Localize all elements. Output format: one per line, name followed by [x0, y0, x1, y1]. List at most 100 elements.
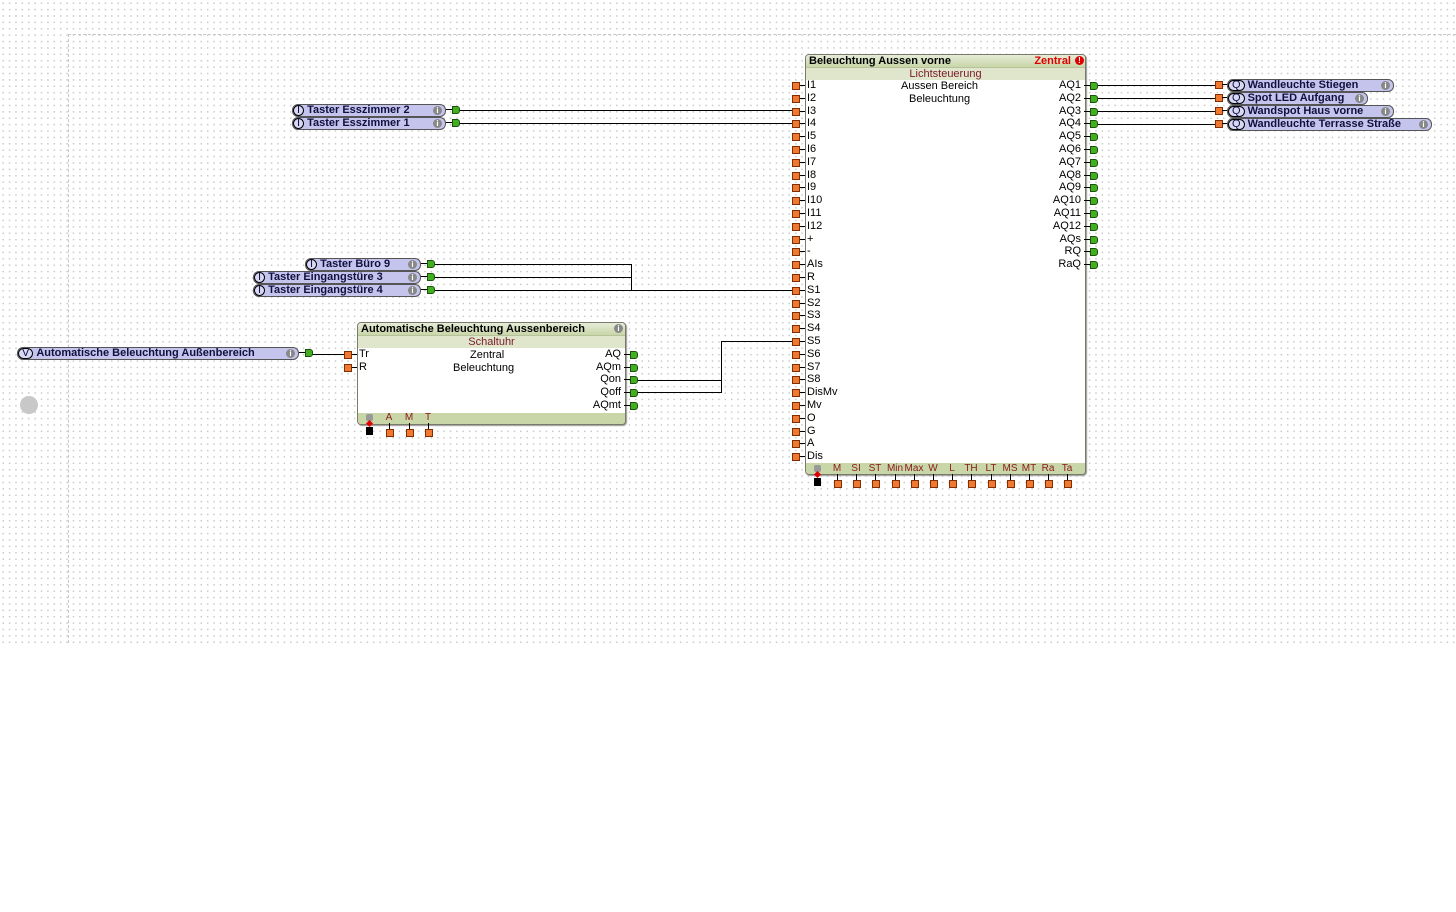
input-pin-I9[interactable]: [792, 184, 800, 192]
output-pin-AQ7[interactable]: [1090, 159, 1098, 167]
output-pin-AQ3[interactable]: [1090, 108, 1098, 116]
input-pin-R[interactable]: [792, 274, 800, 282]
output-pin-AQm[interactable]: [630, 364, 638, 372]
info-icon[interactable]: i: [408, 286, 417, 295]
output-pin-Qoff[interactable]: [630, 389, 638, 397]
input-pin-I10[interactable]: [792, 197, 800, 205]
output-pin-Qon[interactable]: [630, 376, 638, 384]
output-pin-AQ11[interactable]: [1090, 210, 1098, 218]
param-pin-W[interactable]: [930, 480, 938, 488]
block-beleuchtung-aussen-vorne[interactable]: Beleuchtung Aussen vorne Zentral ! Licht…: [805, 54, 1086, 475]
input-pin-S1[interactable]: [792, 287, 800, 295]
tag-output-pin[interactable]: [427, 286, 435, 294]
input-pin-I7[interactable]: [792, 159, 800, 167]
input-pin-S3[interactable]: [792, 312, 800, 320]
param-pin-M[interactable]: [834, 480, 842, 488]
tag-input-pin[interactable]: [1215, 94, 1223, 102]
info-icon[interactable]: i: [1419, 120, 1428, 129]
tag-output-pin[interactable]: [427, 273, 435, 281]
input-pin-S2[interactable]: [792, 300, 800, 308]
input-pin-G[interactable]: [792, 428, 800, 436]
output-pin-RaQ[interactable]: [1090, 261, 1098, 269]
input-pin-I6[interactable]: [792, 146, 800, 154]
tag-output-pin[interactable]: [427, 260, 435, 268]
info-icon[interactable]: i: [1381, 81, 1390, 90]
input-pin-I8[interactable]: [792, 172, 800, 180]
param-pin-SI[interactable]: [853, 480, 861, 488]
canvas[interactable]: [0, 0, 1456, 643]
input-pin-I4[interactable]: [792, 120, 800, 128]
block-enable-pin[interactable]: [366, 427, 373, 435]
param-pin-M[interactable]: [406, 429, 414, 437]
output-pin-AQ1[interactable]: [1090, 82, 1098, 90]
input-pin-Mv[interactable]: [792, 402, 800, 410]
info-icon[interactable]: i: [433, 106, 442, 115]
block-title-bar[interactable]: Beleuchtung Aussen vorne Zentral !: [806, 55, 1085, 67]
info-icon[interactable]: i: [614, 324, 623, 333]
info-icon[interactable]: i: [433, 119, 442, 128]
param-pin-MT[interactable]: [1026, 480, 1034, 488]
tag-input-pin[interactable]: [1215, 81, 1223, 89]
output-pin-AQ5[interactable]: [1090, 133, 1098, 141]
param-pin-Min[interactable]: [892, 480, 900, 488]
input-pin-Tr[interactable]: [344, 351, 352, 359]
param-pin-T[interactable]: [425, 429, 433, 437]
output-pin-AQ8[interactable]: [1090, 172, 1098, 180]
info-icon[interactable]: i: [286, 349, 295, 358]
output-pin-AQ2[interactable]: [1090, 95, 1098, 103]
input-pin-I11[interactable]: [792, 210, 800, 218]
info-icon[interactable]: i: [1355, 94, 1364, 103]
output-pin-AQs[interactable]: [1090, 236, 1098, 244]
input-pin-S5[interactable]: [792, 338, 800, 346]
tag-input-pin[interactable]: [1215, 120, 1223, 128]
input-pin-I5[interactable]: [792, 133, 800, 141]
input-pin-R[interactable]: [344, 364, 352, 372]
param-pin-TH[interactable]: [968, 480, 976, 488]
input-pin-I3[interactable]: [792, 108, 800, 116]
info-icon[interactable]: i: [408, 273, 417, 282]
param-pin-L[interactable]: [949, 480, 957, 488]
output-pin-AQ12[interactable]: [1090, 223, 1098, 231]
block-schaltuhr[interactable]: Automatische Beleuchtung Aussenbereich i…: [357, 322, 626, 425]
input-pin-Dis[interactable]: [792, 453, 800, 461]
input-pin-S7[interactable]: [792, 364, 800, 372]
tag-input-pin[interactable]: [1215, 107, 1223, 115]
output-pin-AQ10[interactable]: [1090, 197, 1098, 205]
block-title-bar[interactable]: Automatische Beleuchtung Aussenbereich i: [358, 323, 625, 335]
input-pin-I1[interactable]: [792, 82, 800, 90]
tag-output-pin[interactable]: [305, 349, 313, 357]
info-icon[interactable]: i: [1381, 107, 1390, 116]
param-pin-Ra[interactable]: [1045, 480, 1053, 488]
output-pin-AQ4[interactable]: [1090, 120, 1098, 128]
input-pin-O[interactable]: [792, 415, 800, 423]
input-pin-S8[interactable]: [792, 376, 800, 384]
tag-output-pin[interactable]: [452, 119, 460, 127]
param-pin-Max[interactable]: [911, 480, 919, 488]
input-pin-I12[interactable]: [792, 223, 800, 231]
tag-output-pin[interactable]: [452, 106, 460, 114]
output-pin-AQ6[interactable]: [1090, 146, 1098, 154]
output-pin-AQmt[interactable]: [630, 402, 638, 410]
input-pin-+[interactable]: [792, 236, 800, 244]
block-enable-pin[interactable]: [814, 478, 821, 486]
input-pin-I2[interactable]: [792, 95, 800, 103]
output-pin-AQ9[interactable]: [1090, 184, 1098, 192]
param-pin-Ta[interactable]: [1064, 480, 1072, 488]
input-pin-S6[interactable]: [792, 351, 800, 359]
param-pin-ST[interactable]: [872, 480, 880, 488]
output-pin-AQ[interactable]: [630, 351, 638, 359]
input-pin-A[interactable]: [792, 440, 800, 448]
input-pin-S4[interactable]: [792, 325, 800, 333]
param-pin-MS[interactable]: [1007, 480, 1015, 488]
input-pin-AIs[interactable]: [792, 261, 800, 269]
input-pin-DisMv[interactable]: [792, 389, 800, 397]
